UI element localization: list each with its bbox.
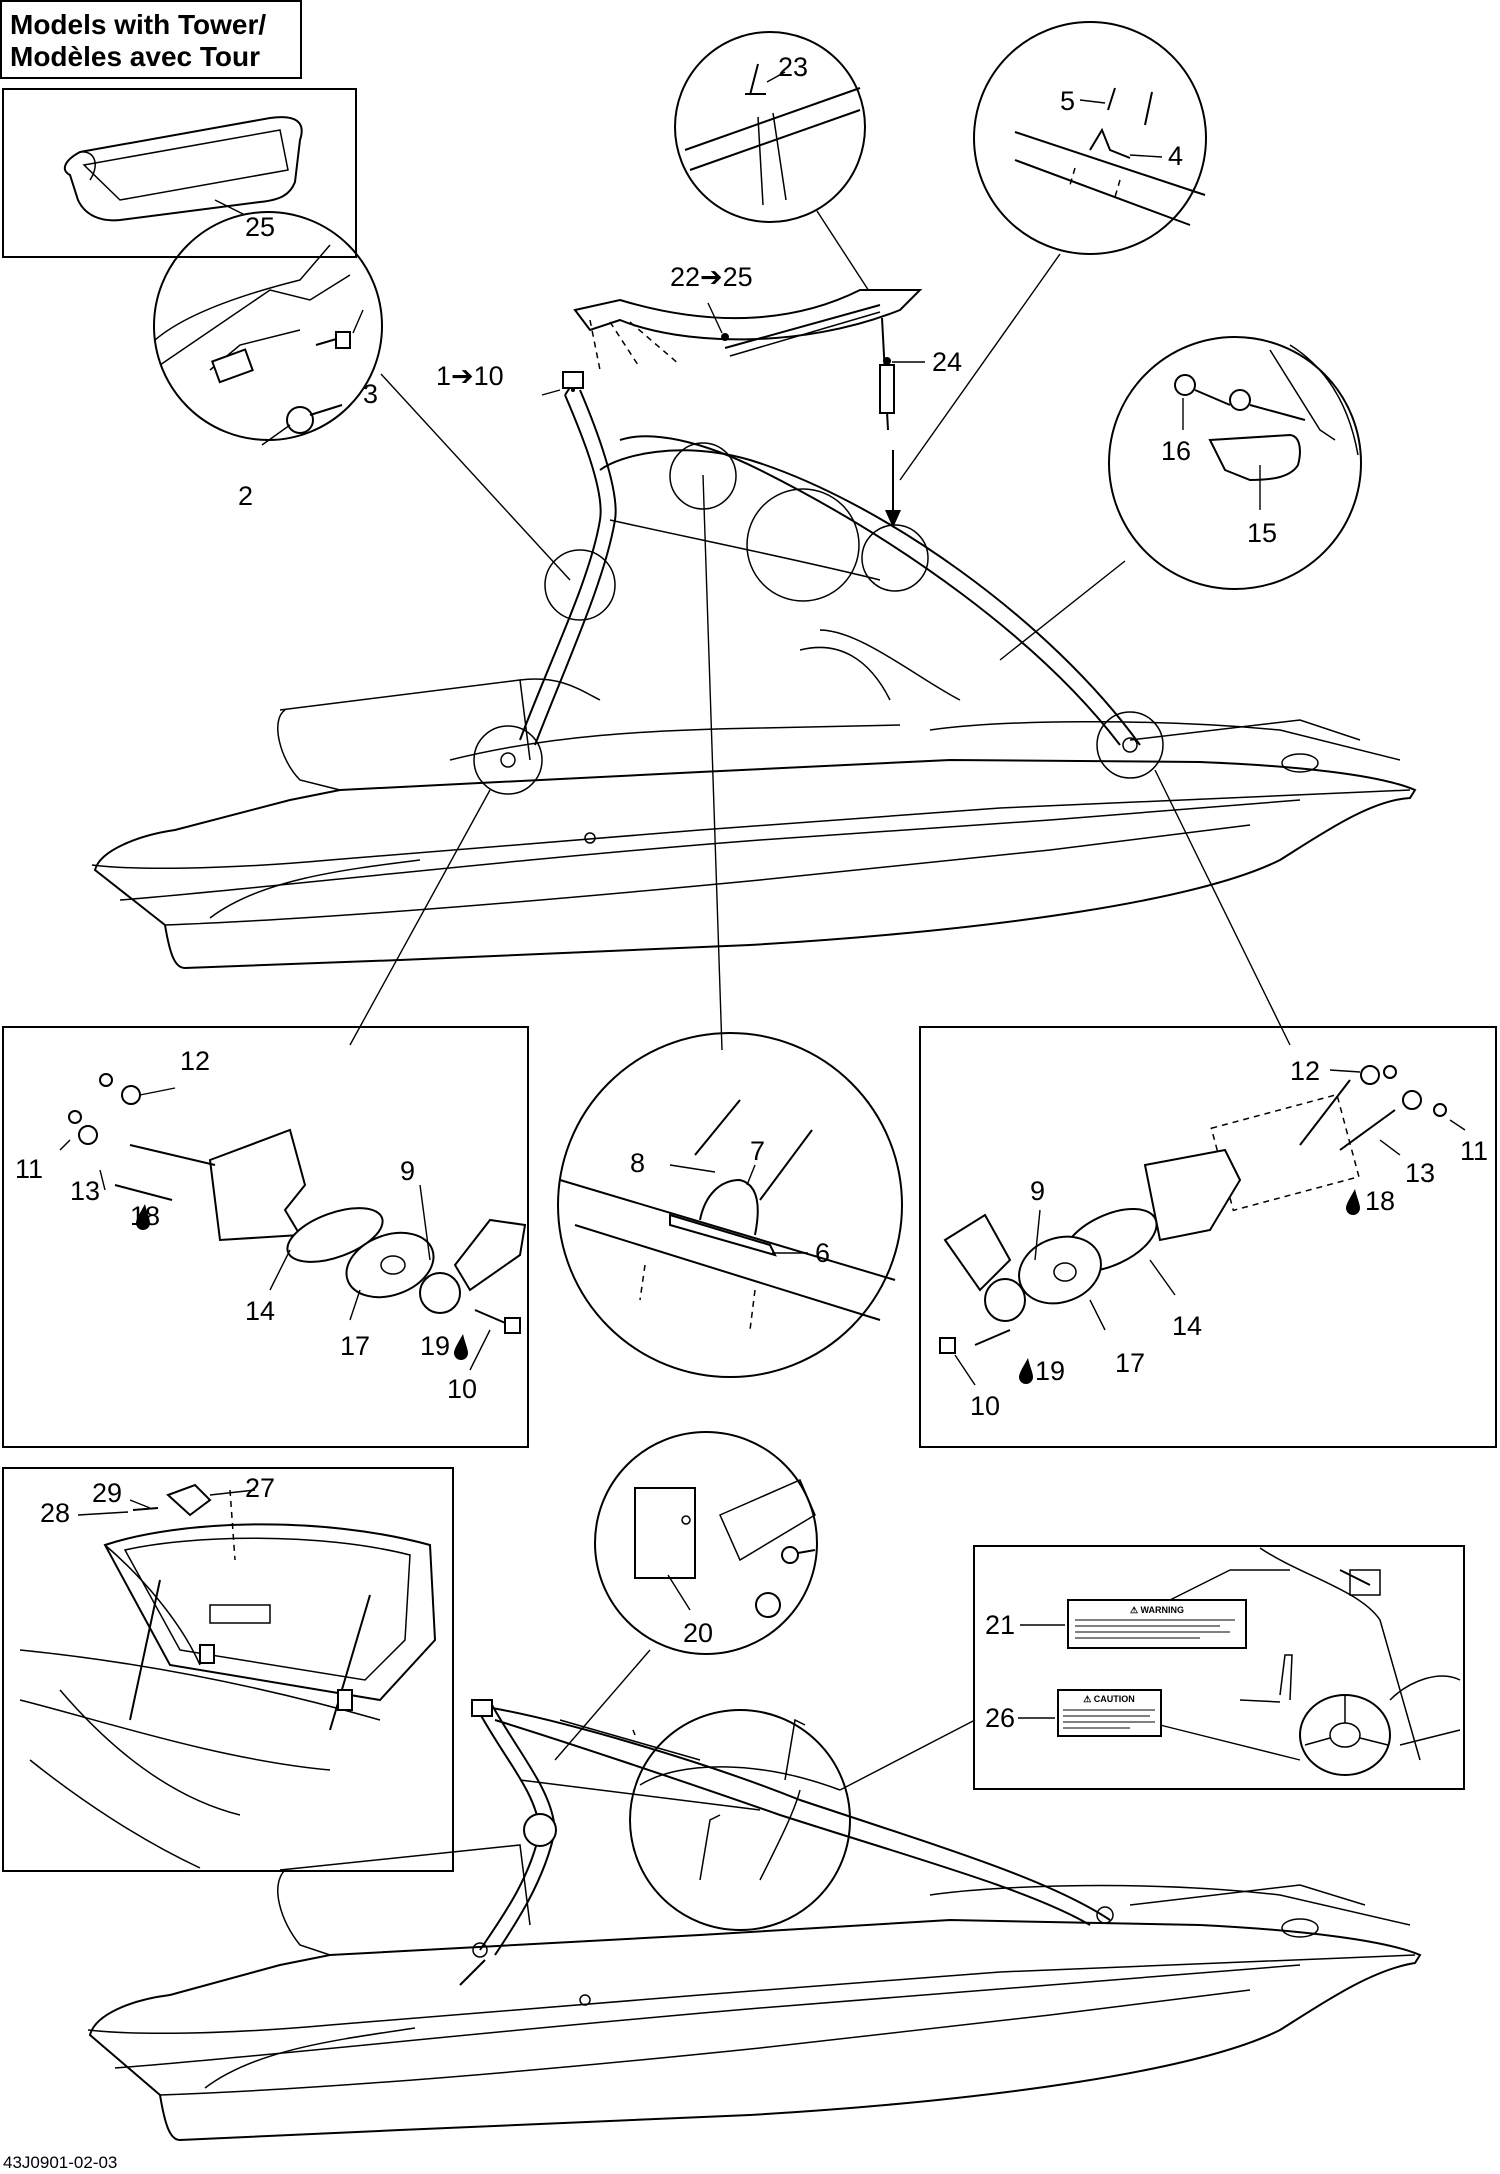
callout-M-6: 6 xyxy=(815,1238,830,1268)
left-mount-detail-box: 12 11 13 18 9 14 17 19 10 xyxy=(2,1026,529,1448)
callout-R-11: 11 xyxy=(1460,1136,1488,1166)
callout-R-9: 9 xyxy=(1030,1176,1045,1206)
callout-2: 2 xyxy=(238,481,253,511)
callout-27: 27 xyxy=(245,1473,275,1503)
callout-20: 20 xyxy=(683,1618,713,1648)
detail-circle-clip: 5 4 xyxy=(899,21,1207,481)
caution-label-header: ⚠ CAUTION xyxy=(1083,1694,1135,1704)
callout-M-7: 7 xyxy=(750,1136,765,1166)
callout-M-8: 8 xyxy=(630,1148,645,1178)
callout-R-14: 14 xyxy=(1172,1311,1202,1341)
callout-29: 29 xyxy=(92,1478,122,1508)
detail-circle-knob: 3 2 xyxy=(153,211,571,581)
title-box: Models with Tower/ Modèles avec Tour xyxy=(0,0,302,79)
callout-3: 3 xyxy=(363,379,378,409)
callout-R-10: 10 xyxy=(970,1391,1000,1421)
locker-lid-detail-box: 27 29 28 xyxy=(2,1467,454,1872)
callout-L-11: 11 xyxy=(15,1154,43,1184)
callout-R-17: 17 xyxy=(1115,1348,1145,1378)
callout-1-10: 1➔10 xyxy=(436,361,504,391)
callout-L-17: 17 xyxy=(340,1331,370,1361)
drawing-code: 43J0901-02-03 xyxy=(3,2153,117,2172)
callout-L-19: 19 xyxy=(420,1331,450,1361)
callout-21: 21 xyxy=(985,1610,1015,1640)
detail-circle-mirror: 16 15 xyxy=(999,336,1362,661)
callout-L-10: 10 xyxy=(447,1374,477,1404)
title-line-2: Modèles avec Tour xyxy=(10,41,260,72)
callout-15: 15 xyxy=(1247,518,1277,548)
detail-circle-rivet-23: 23 xyxy=(674,31,881,309)
cushion-detail-box: 25 xyxy=(2,88,357,258)
warning-label-21 xyxy=(1067,1599,1247,1649)
detail-circle-plate: 20 xyxy=(554,1431,818,1761)
callout-16: 16 xyxy=(1161,436,1191,466)
callout-L-12: 12 xyxy=(180,1046,210,1076)
cushion-part xyxy=(63,116,303,222)
callout-22-25: 22➔25 xyxy=(670,262,753,292)
callout-4: 4 xyxy=(1168,141,1183,171)
callout-R-13: 13 xyxy=(1405,1158,1435,1188)
callout-24: 24 xyxy=(932,347,962,377)
callout-R-19: 19 xyxy=(1035,1356,1065,1386)
upper-boat: 1➔10 xyxy=(91,361,1417,1051)
warning-label-header: ⚠ WARNING xyxy=(1130,1605,1184,1615)
lower-boat xyxy=(87,1699,1422,2142)
callout-28: 28 xyxy=(40,1498,70,1528)
callout-5: 5 xyxy=(1060,86,1075,116)
callout-L-9: 9 xyxy=(400,1156,415,1186)
callout-L-14: 14 xyxy=(245,1296,275,1326)
labels-detail-box: ⚠ WARNING 21 ⚠ CAUTION 26 xyxy=(973,1545,1465,1790)
strap-assembly: 22➔25 24 xyxy=(573,262,962,528)
callout-26: 26 xyxy=(985,1703,1015,1733)
callout-23: 23 xyxy=(778,52,808,82)
callout-L-13: 13 xyxy=(70,1176,100,1206)
callout-R-18: 18 xyxy=(1365,1186,1395,1216)
detail-circle-bracket: 8 7 6 xyxy=(557,1032,903,1378)
callout-25: 25 xyxy=(245,212,275,242)
mirror-part xyxy=(1208,433,1301,482)
right-mount-detail-box: 12 11 13 18 9 14 17 19 10 xyxy=(919,1026,1497,1448)
title-line-1: Models with Tower/ xyxy=(10,9,266,40)
callout-R-12: 12 xyxy=(1290,1056,1320,1086)
